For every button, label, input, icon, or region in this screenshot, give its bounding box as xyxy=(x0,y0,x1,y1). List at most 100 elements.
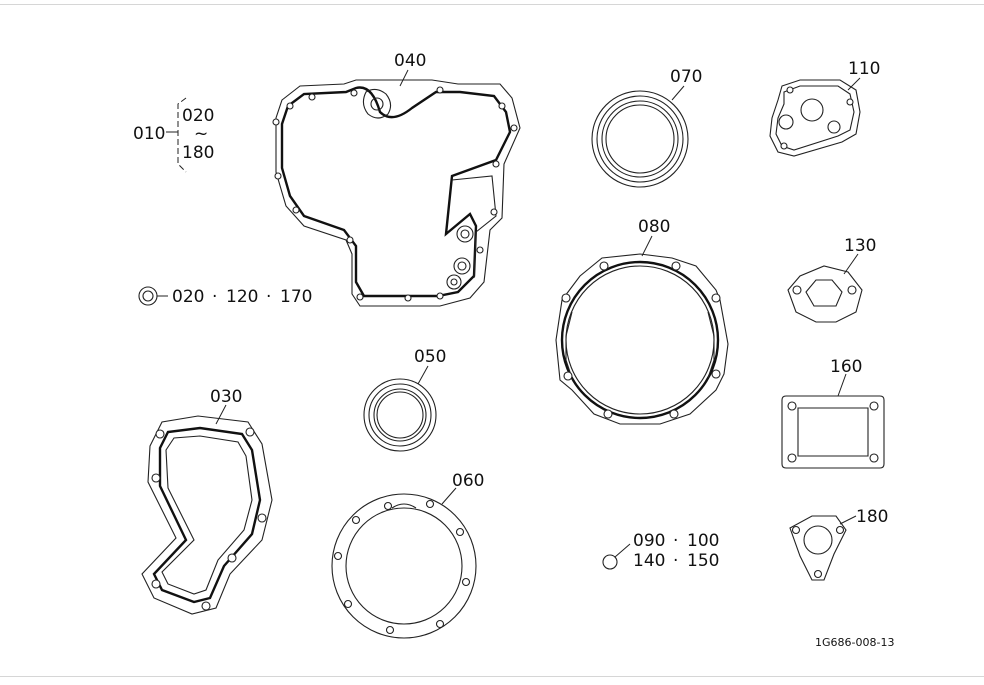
gasket-060-bolt xyxy=(461,577,471,587)
small-ball-part-090: 090 xyxy=(633,531,665,551)
small-ball-sep-1: · xyxy=(673,531,678,551)
gasket-110-bolt xyxy=(846,98,854,106)
gasket-040-bolt xyxy=(286,102,294,110)
gasket-180-bolt xyxy=(813,569,823,579)
o-ring-outer xyxy=(138,286,158,306)
gasket-130-leader xyxy=(843,253,859,275)
gasket-040-inner-rib xyxy=(451,175,497,279)
gasket-040-outer xyxy=(275,79,521,307)
part-label-160: 160 xyxy=(830,357,862,377)
gasket-030-inner xyxy=(161,435,253,595)
gasket-180: 180 xyxy=(789,507,888,581)
o-ring-part-170: 170 xyxy=(280,287,312,307)
assembly-brace xyxy=(177,97,187,173)
gasket-060-bolt xyxy=(455,527,465,537)
o-ring-part-020: 020 xyxy=(172,287,204,307)
gasket-080-bolt xyxy=(671,261,681,271)
gasket-040-bolt xyxy=(274,172,282,180)
gasket-130-outline xyxy=(787,265,863,323)
o-ring-sep-2: · xyxy=(266,287,271,307)
seal-070-inner xyxy=(605,104,675,174)
gasket-080-bore-inner xyxy=(565,265,715,415)
gasket-040-bolt xyxy=(436,292,444,300)
bottom-border xyxy=(0,676,984,677)
gasket-030-bolt xyxy=(227,553,237,563)
gasket-030: 030 xyxy=(141,387,273,615)
gasket-180-bore xyxy=(803,525,833,555)
gasket-040-boss-hole xyxy=(370,97,384,111)
gasket-060-bolt xyxy=(385,625,395,635)
seal-070-ring-2 xyxy=(596,95,684,183)
part-label-040: 040 xyxy=(394,51,426,71)
gasket-080-bolt xyxy=(711,293,721,303)
gasket-160-leader xyxy=(837,373,847,397)
gasket-160-outline xyxy=(781,395,885,469)
small-ball-callout: 090 · 100 140 · 150 xyxy=(602,531,719,571)
part-label-070: 070 xyxy=(670,67,702,87)
gasket-060-leader xyxy=(441,487,457,505)
gasket-110-inner-outline xyxy=(775,85,855,151)
small-ball-part-100: 100 xyxy=(687,531,719,551)
gasket-040-port-3-in xyxy=(450,278,458,286)
gasket-040-bolt xyxy=(498,102,506,110)
gasket-060-bolt xyxy=(343,599,353,609)
gasket-040-bolt xyxy=(272,118,280,126)
gasket-040-bolt xyxy=(490,208,498,216)
small-ball-part-150: 150 xyxy=(687,551,719,571)
gasket-060-bolt xyxy=(351,515,361,525)
gasket-080-bolt xyxy=(599,261,609,271)
gasket-030-bolt xyxy=(151,579,161,589)
gasket-180-outline xyxy=(789,515,847,581)
top-border xyxy=(0,4,984,5)
seal-070-ring-3 xyxy=(601,100,679,178)
small-ball-part-140: 140 xyxy=(633,551,665,571)
gasket-080-bolt xyxy=(711,369,721,379)
gasket-080-bolt xyxy=(563,371,573,381)
gasket-030-outer xyxy=(141,415,273,615)
assembly-range-end: 180 xyxy=(182,143,214,163)
gasket-080-bolt xyxy=(561,293,571,303)
gasket-110: 110 xyxy=(769,59,880,157)
gasket-040-bolt xyxy=(404,294,412,302)
gasket-160-bolt xyxy=(869,453,879,463)
assembly-bracket: 010 020 ~ 180 xyxy=(133,97,214,173)
o-ring-part-120: 120 xyxy=(226,287,258,307)
small-ball xyxy=(602,554,618,570)
seal-050-leader xyxy=(417,365,429,385)
gasket-030-bolt xyxy=(245,427,255,437)
o-ring-callout: 020 · 120 · 170 xyxy=(138,286,312,307)
gasket-180-bolt xyxy=(791,525,801,535)
gasket-040-bolt xyxy=(492,160,500,168)
gasket-040-leader xyxy=(399,69,409,87)
gasket-040-bolt xyxy=(476,246,484,254)
seal-050-inner xyxy=(376,391,424,439)
gasket-060-bolt xyxy=(383,501,393,511)
gasket-040-port-1-in xyxy=(460,229,470,239)
gasket-110-bolt xyxy=(786,86,794,94)
seal-070-outer xyxy=(591,90,689,188)
seal-070: 070 xyxy=(591,67,702,188)
gasket-030-bolt xyxy=(155,429,165,439)
gasket-040-boss xyxy=(362,88,392,119)
gasket-060: 060 xyxy=(331,471,484,639)
gasket-160: 160 xyxy=(781,357,885,469)
gasket-160-bolt xyxy=(787,453,797,463)
gasket-060-bolt xyxy=(425,499,435,509)
gasket-110-outline xyxy=(769,79,861,157)
gasket-130: 130 xyxy=(787,236,876,323)
gasket-080-bore xyxy=(560,260,720,420)
gasket-130-opening xyxy=(805,279,843,307)
gasket-030-bolt xyxy=(151,473,161,483)
seal-050-outer xyxy=(363,378,437,452)
part-label-130: 130 xyxy=(844,236,876,256)
gasket-040-bolt xyxy=(350,89,358,97)
part-label-110: 110 xyxy=(848,59,880,79)
gasket-130-bolt-right xyxy=(847,285,857,295)
gasket-160-bolt xyxy=(869,401,879,411)
seal-050-ring-3 xyxy=(373,388,427,442)
gasket-080-bolt xyxy=(669,409,679,419)
gasket-040-bead xyxy=(280,86,512,298)
gasket-040-bolt xyxy=(308,93,316,101)
